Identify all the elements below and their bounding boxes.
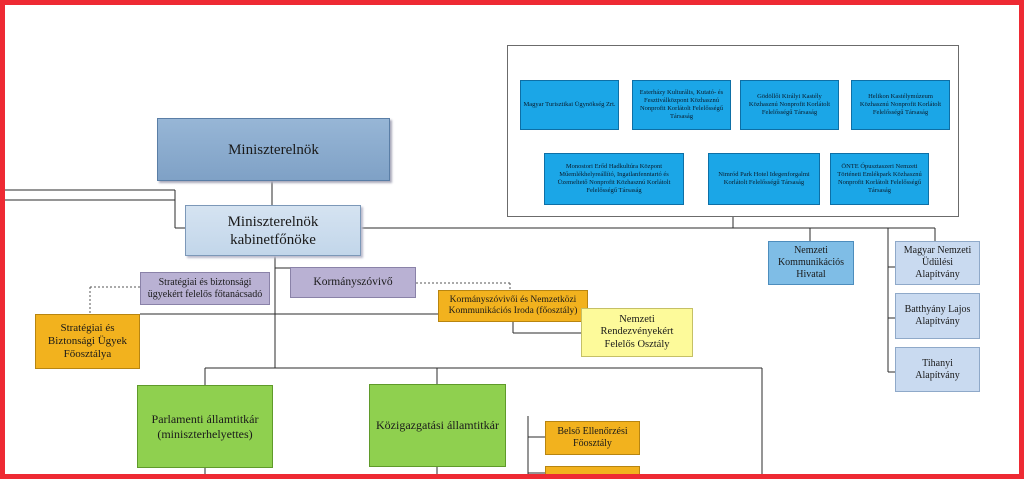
company-box: Magyar Turisztikai Ügynökség Zrt. bbox=[520, 80, 619, 130]
company-box: Monostori Erőd Hadkultúra Központ Műemlé… bbox=[544, 153, 684, 205]
government-spokesperson-box: Kormányszóvivő bbox=[290, 267, 416, 298]
orange-box-partial bbox=[545, 466, 640, 479]
company-box: Nimród Park Hotel Idegenforgalmi Korláto… bbox=[708, 153, 820, 205]
national-events-box: Nemzeti Rendezvényekért Felelős Osztály bbox=[581, 308, 693, 357]
national-communications-office-box: Nemzeti Kommunikációs Hivatal bbox=[768, 241, 854, 285]
company-box: Gödöllői Királyi Kastély Közhasznú Nonpr… bbox=[740, 80, 839, 130]
chief-of-staff-line1: Miniszterelnök bbox=[227, 213, 319, 230]
strategic-advisor-box: Stratégiai és biztonsági ügyekért felelő… bbox=[140, 272, 270, 305]
communications-office-box: Kormányszóvivői és Nemzetközi Kommunikác… bbox=[438, 290, 588, 322]
internal-audit-box: Belső Ellenőrzési Főosztály bbox=[545, 421, 640, 455]
company-box: Esterházy Kulturális, Kutató- és Fesztiv… bbox=[632, 80, 731, 130]
chief-of-staff-line2: kabinetfőnöke bbox=[230, 231, 316, 248]
administrative-state-secretary-box: Közigazgatási államtitkár bbox=[369, 384, 506, 467]
chief-of-staff-box: Miniszterelnök kabinetfőnöke bbox=[185, 205, 361, 256]
company-box: ÖNTE Ópusztaszeri Nemzeti Történeti Emlé… bbox=[830, 153, 929, 205]
batthyany-foundation-box: Batthyány Lajos Alapítvány bbox=[895, 293, 980, 339]
tihanyi-foundation-box: Tihanyi Alapítvány bbox=[895, 347, 980, 392]
holiday-foundation-box: Magyar Nemzeti Üdülési Alapítvány bbox=[895, 241, 980, 285]
prime-minister-box: Miniszterelnök bbox=[157, 118, 390, 181]
strategic-department-box: Stratégiai és Biztonsági Ügyek Főosztály… bbox=[35, 314, 140, 369]
company-box: Helikon Kastélymúzeum Közhasznú Nonprofi… bbox=[851, 80, 950, 130]
parliamentary-state-secretary-box: Parlamenti államtitkár (miniszterhelyett… bbox=[137, 385, 273, 468]
